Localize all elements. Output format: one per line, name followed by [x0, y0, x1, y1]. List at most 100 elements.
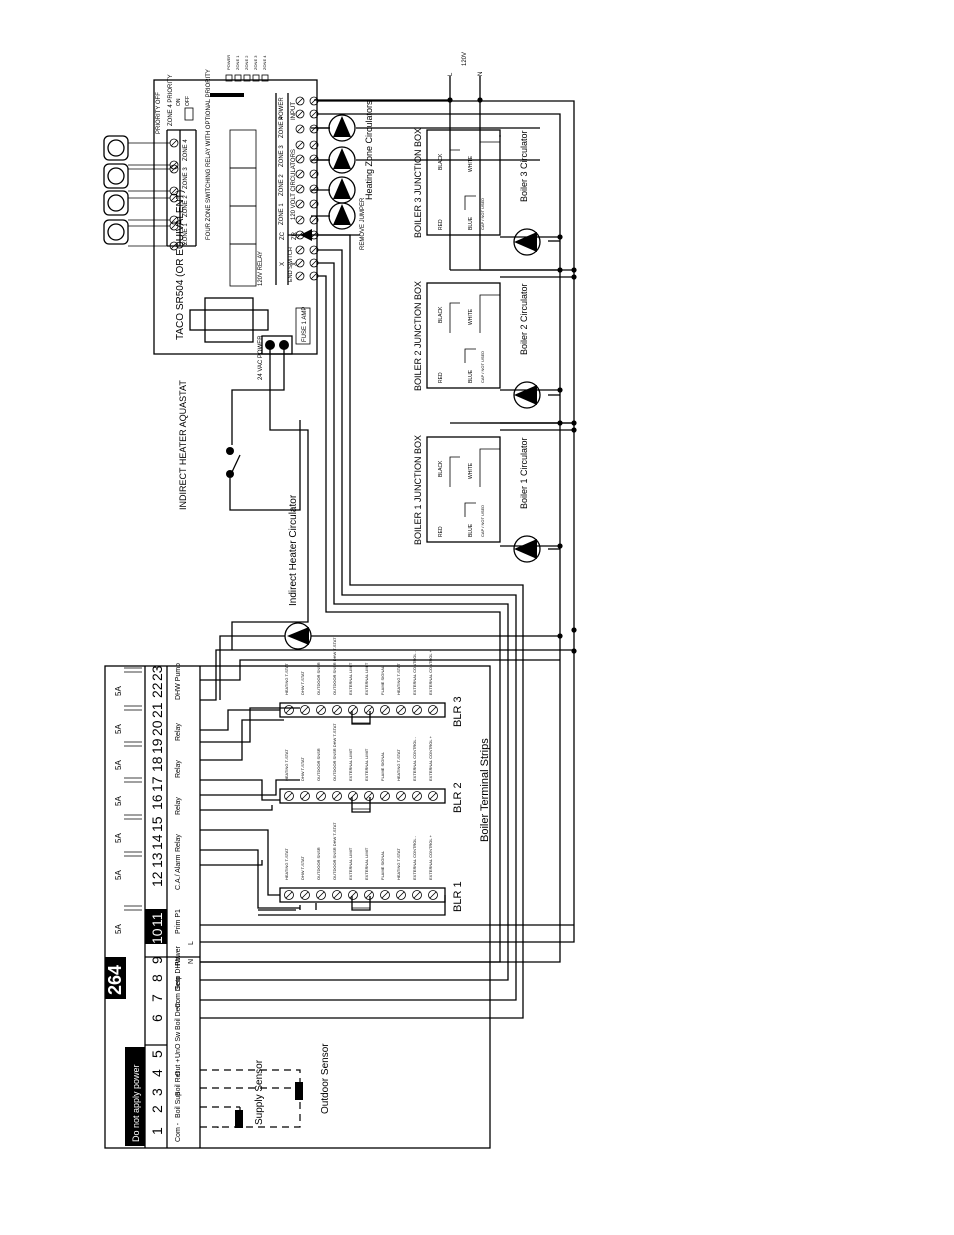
- relay-label: 120V RELAY: [258, 251, 264, 286]
- strip-screw: [316, 705, 326, 715]
- model-badge: [105, 957, 126, 999]
- terminal-number-17: 17: [149, 776, 165, 792]
- strip-screw: [380, 791, 390, 801]
- sensors: Supply Sensor Outdoor Sensor: [200, 1043, 331, 1128]
- strip-screw: [332, 890, 342, 900]
- strip-terminal-label: OUTDOOR SNSR: [316, 662, 321, 695]
- strip-terminal-label: HEATING T-STAT: [396, 663, 401, 695]
- jbox-cap: CAP / NOT USED: [480, 198, 485, 230]
- fuse-5a-1: 5A: [114, 924, 123, 934]
- strip-terminal-label: HEATING T-STAT: [284, 848, 289, 880]
- jbox-black: BLACK: [438, 306, 444, 323]
- zone-label-3: ZONE 3: [183, 167, 189, 189]
- supply-sensor-icon: [235, 1110, 243, 1128]
- strip-terminal-label: HEATING T-STAT: [396, 848, 401, 880]
- jbox-cap: CAP / NOT USED: [480, 351, 485, 383]
- jbox-red: RED: [438, 219, 444, 230]
- strip-screw: [380, 705, 390, 715]
- strip-terminal-label: EXTERNAL LIMIT: [364, 847, 369, 880]
- zone-circulator-icon-2: [328, 146, 356, 174]
- terminal-number-2: 2: [149, 1105, 165, 1113]
- lbl-relay-1: Relay: [175, 834, 182, 852]
- priority-off-label: PRIORITY OFF: [156, 92, 162, 134]
- wiring: [200, 76, 577, 1019]
- strip-terminal-label: OUTDOOR SNSR DHW T-STAT: [332, 637, 337, 695]
- boiler-circulator-icon-2: [513, 381, 541, 409]
- strip-screw: [364, 705, 374, 715]
- remove-jumper-label: REMOVE JUMPER: [360, 197, 366, 250]
- strip-terminal-label: HEATING T-STAT: [396, 749, 401, 781]
- model-number: 264: [105, 965, 125, 995]
- led-label-2: ZONE 1: [235, 55, 240, 70]
- warning-badge: [125, 1047, 145, 1146]
- terminal-number-13: 13: [149, 852, 165, 868]
- terminal-number-10: 10: [149, 928, 165, 944]
- junction-box-title: BOILER 3 JUNCTION BOX: [413, 128, 423, 238]
- terminal-number-9: 9: [149, 956, 165, 964]
- indirect-circulator-icon: [284, 622, 312, 650]
- fuse-label: FUSE 1 AMP: [302, 307, 308, 342]
- strip-terminal-label: EXTERNAL LIMIT: [348, 748, 353, 781]
- circulators-label: 120 VOLT CIRCULATORS: [291, 149, 297, 220]
- fuse-5a-2: 5A: [114, 870, 123, 880]
- strip-screw: [348, 705, 358, 715]
- terminal-number-11: 11: [149, 912, 165, 927]
- jbox-black: BLACK: [438, 153, 444, 170]
- jbox-white: WHITE: [468, 462, 474, 479]
- power-label: POWER: [279, 97, 285, 120]
- jbox-cap: CAP / NOT USED: [480, 505, 485, 537]
- lbl-out: Out +: [175, 1059, 182, 1076]
- strip-screw: [412, 890, 422, 900]
- input-label: INPUT: [291, 102, 297, 120]
- terminal-number-8: 8: [149, 974, 165, 982]
- panel-subtitle: FOUR ZONE SWITCHING RELAY WITH OPTIONAL …: [206, 69, 212, 240]
- strip-terminal-label: FLAME SIGNAL: [380, 850, 385, 880]
- strip-terminal-label: FLAME SIGNAL: [380, 665, 385, 695]
- lbl-dhw-pump: DHW Pump: [175, 663, 182, 700]
- lbl-setp-dhw: Setp DHW: [175, 957, 182, 990]
- x-label-1: X: [280, 262, 286, 266]
- terminal-number-19: 19: [149, 738, 165, 754]
- panel-title: TACO SR504 (OR EQUIVALENT): [175, 190, 186, 340]
- terminal-number-3: 3: [149, 1088, 165, 1096]
- strip-terminal-label: OUTDOOR SNSR DHW T-STAT: [332, 822, 337, 880]
- terminal-number-16: 16: [149, 794, 165, 810]
- boiler-terminal-strips: HEATING T-STAT DHW T-STAT OUTDOOR SNSR OUTD…: [279, 637, 464, 912]
- led-label-5: ZONE 4: [262, 55, 267, 70]
- lbl-prim-p1: Prim P1: [175, 909, 182, 934]
- lbl-power-l: L: [188, 941, 195, 945]
- fuse-5a-4: 5A: [114, 796, 123, 806]
- strip-screw: [364, 890, 374, 900]
- on-label: ON: [176, 98, 182, 106]
- terminal-number-6: 6: [149, 1014, 165, 1022]
- zone-out-label-1: ZONE 1: [279, 203, 285, 225]
- strip-screw: [348, 890, 358, 900]
- zone-circulator-icon-1: [328, 114, 356, 142]
- led-label-4: ZONE 3: [253, 55, 258, 70]
- strip-terminal-label: EXTERNAL LIMIT: [364, 748, 369, 781]
- strip-terminal-label: EXTERNAL LIMIT: [348, 662, 353, 695]
- supply-voltage: 120V: [462, 52, 468, 66]
- strip-screw: [348, 791, 358, 801]
- relay-panel: TACO SR504 (OR EQUIVALENT) FOUR ZONE SWI…: [153, 55, 318, 380]
- zone-label-1: ZONE 1: [183, 223, 189, 245]
- terminal-number-22: 22: [149, 682, 165, 698]
- zone-out-label-4: ZONE 4: [279, 116, 285, 138]
- supply-l: L: [448, 72, 454, 76]
- boiler-circulator-label-1: Boiler 1 Circulator: [519, 437, 529, 509]
- strip-screw: [428, 791, 438, 801]
- strip-terminal-label: DHW T-STAT: [300, 856, 305, 880]
- strip-terminal-label: EXTERNAL LIMIT: [364, 662, 369, 695]
- strip-screw: [412, 705, 422, 715]
- strip-name-2: BLR 2: [452, 782, 464, 813]
- jbox-red: RED: [438, 372, 444, 383]
- outdoor-sensor-icon: [295, 1082, 303, 1100]
- jbox-black: BLACK: [438, 460, 444, 477]
